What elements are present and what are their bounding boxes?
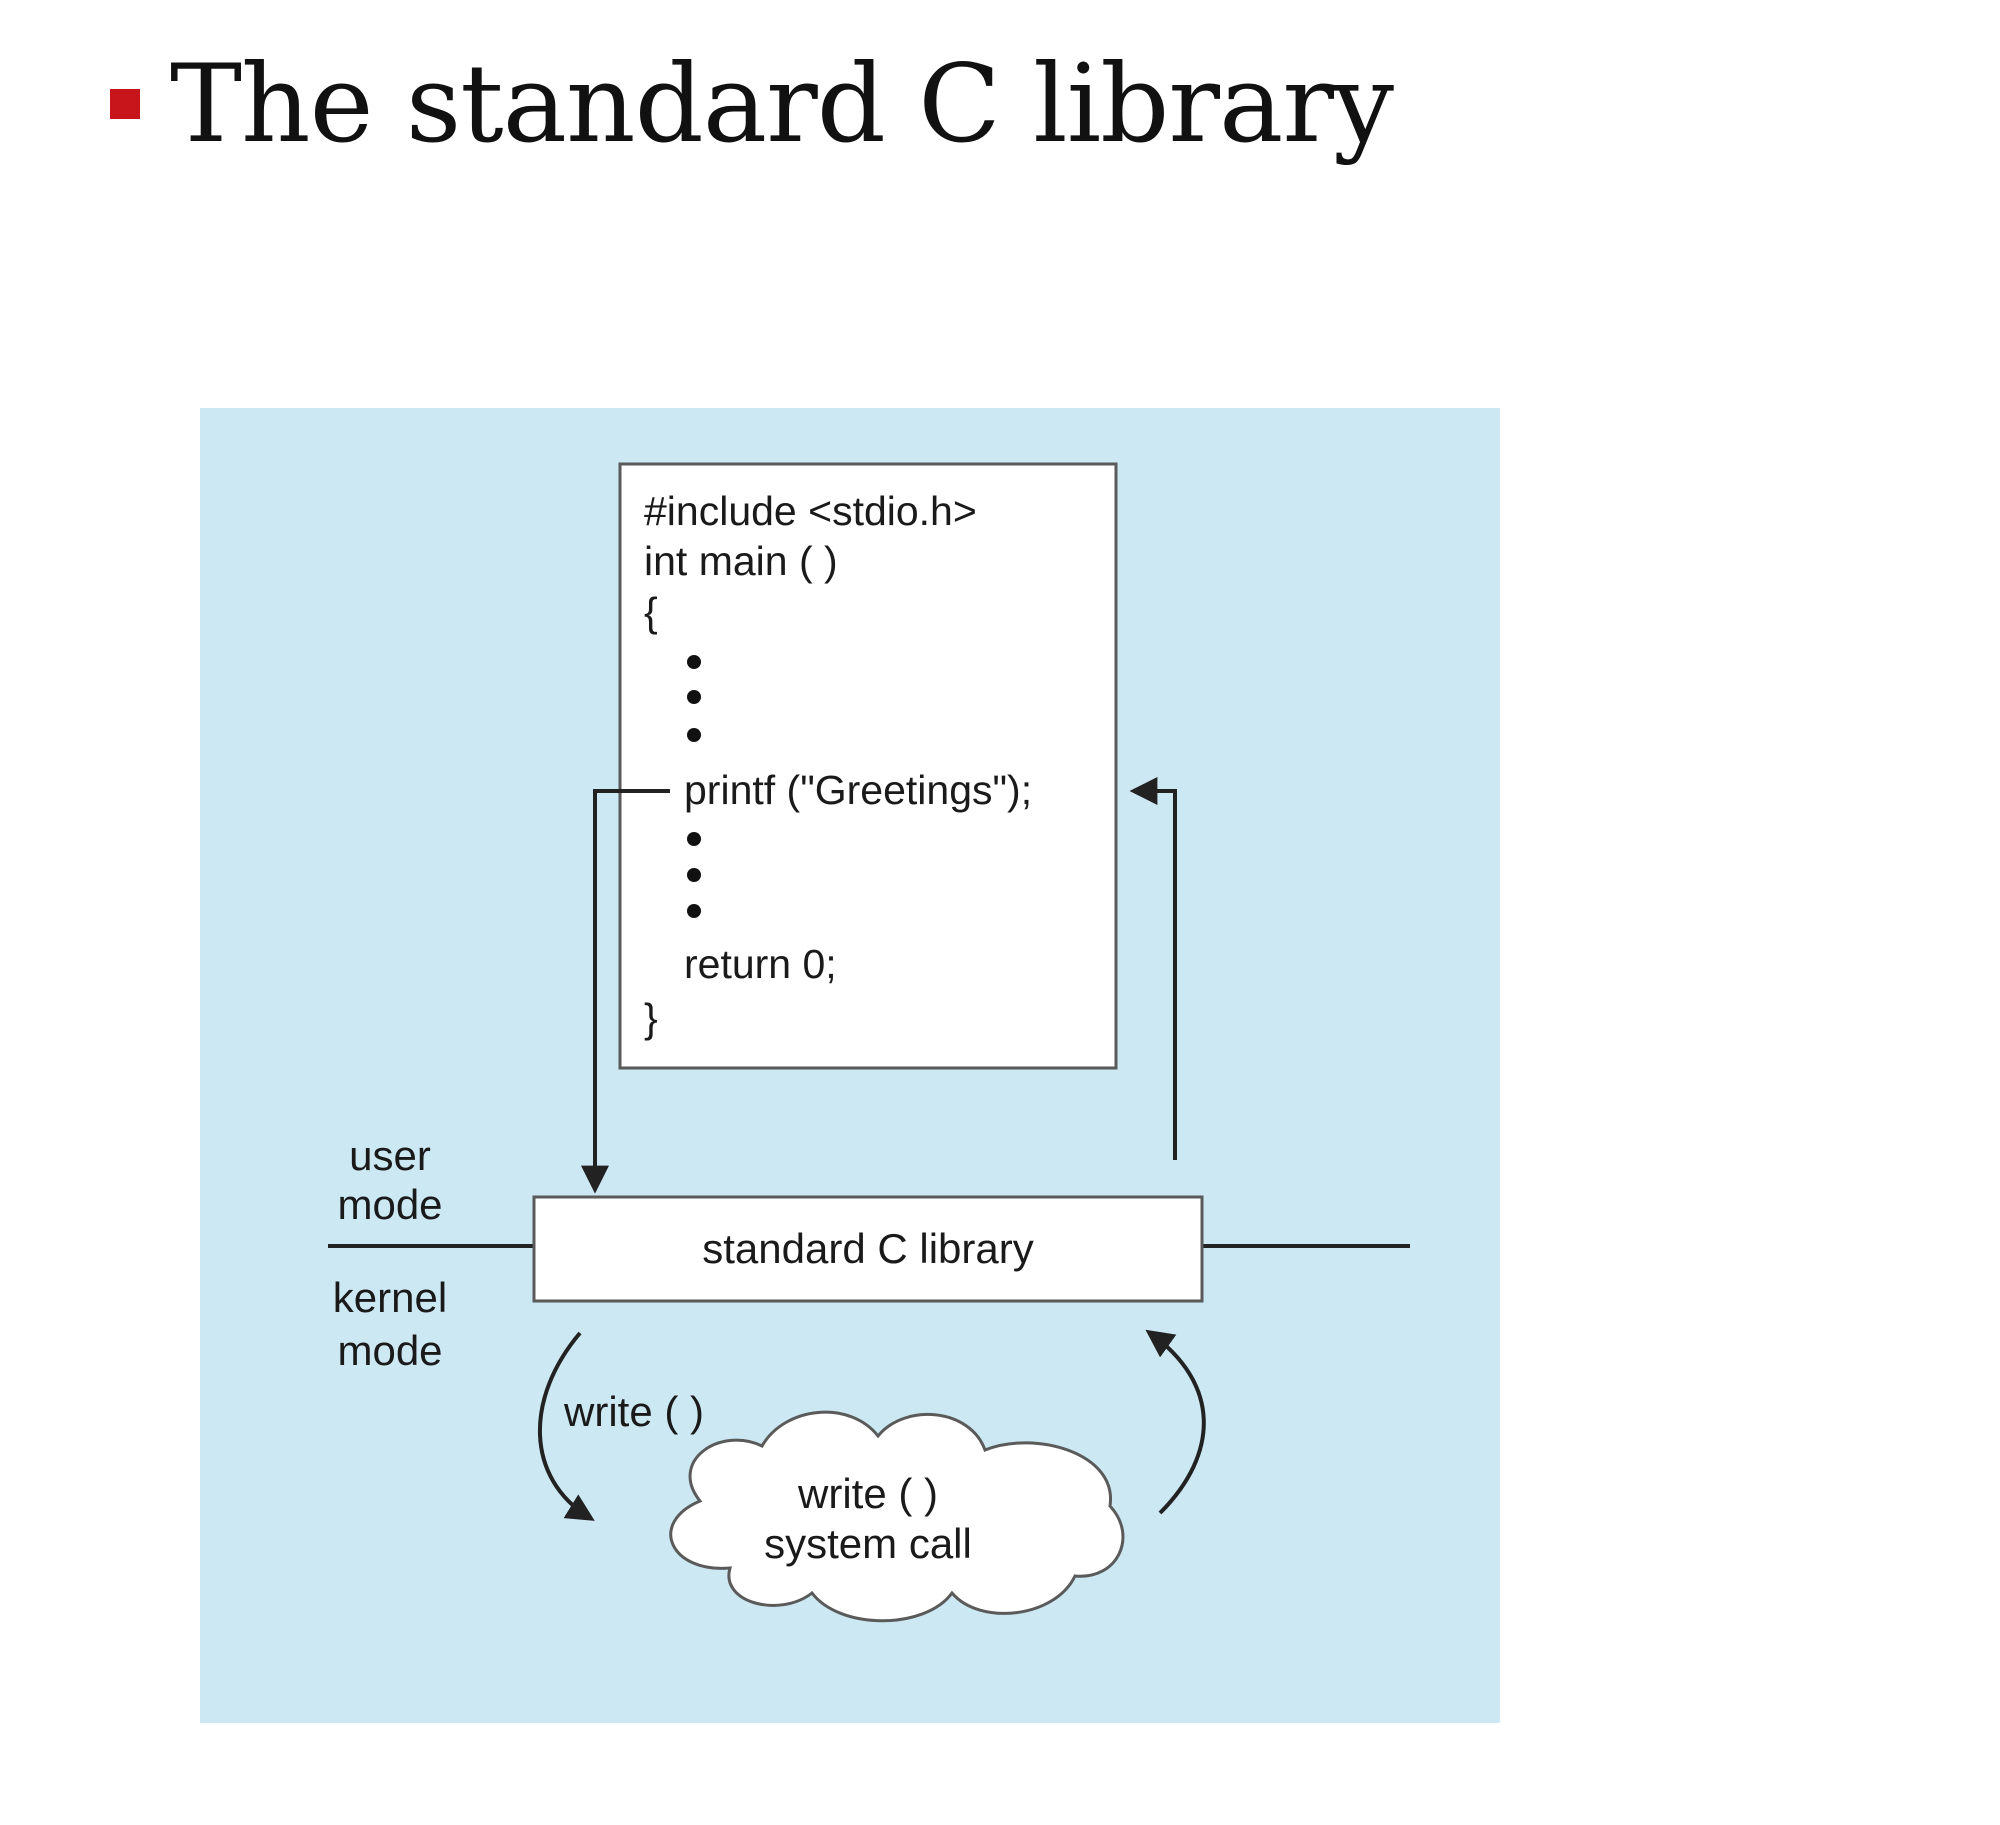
return-arrow bbox=[1129, 777, 1177, 1160]
bullet-square-icon bbox=[110, 89, 140, 119]
user-mode-label-line1: user bbox=[349, 1132, 431, 1179]
code-line-main: int main ( ) bbox=[644, 538, 838, 584]
code-line-return: return 0; bbox=[684, 941, 837, 987]
system-call-label-line1: write ( ) bbox=[797, 1470, 938, 1517]
ellipsis-dot bbox=[687, 728, 701, 742]
system-call-return-arrow bbox=[1145, 1329, 1206, 1515]
kernel-mode-label-line2: mode bbox=[337, 1327, 442, 1374]
ellipsis-dot bbox=[687, 832, 701, 846]
ellipsis-dot bbox=[687, 655, 701, 669]
ellipsis-dot bbox=[687, 868, 701, 882]
page-title: The standard C library bbox=[170, 41, 1394, 167]
diagram-canvas: #include <stdio.h> int main ( ) { printf… bbox=[200, 408, 1500, 1723]
system-call-cloud bbox=[669, 1410, 1125, 1623]
write-call-arrow bbox=[538, 1331, 595, 1521]
kernel-mode-label-line1: kernel bbox=[333, 1274, 447, 1321]
ellipsis-dot bbox=[687, 904, 701, 918]
write-call-label: write ( ) bbox=[563, 1388, 704, 1435]
code-line-printf: printf ("Greetings"); bbox=[684, 767, 1032, 813]
program-box bbox=[618, 462, 1118, 1070]
code-line-open-brace: { bbox=[644, 589, 658, 635]
ellipsis-dot bbox=[687, 690, 701, 704]
call-arrow bbox=[581, 789, 670, 1194]
library-box-label: standard C library bbox=[702, 1225, 1033, 1272]
library-box bbox=[532, 1195, 1204, 1303]
code-line-close-brace: } bbox=[644, 995, 658, 1041]
system-call-label-line2: system call bbox=[764, 1520, 972, 1567]
code-line-include: #include <stdio.h> bbox=[644, 488, 977, 534]
system-call-diagram: #include <stdio.h> int main ( ) { printf… bbox=[200, 408, 1500, 1723]
user-mode-label-line2: mode bbox=[337, 1181, 442, 1228]
slide-title: The standard C library bbox=[110, 34, 1394, 174]
